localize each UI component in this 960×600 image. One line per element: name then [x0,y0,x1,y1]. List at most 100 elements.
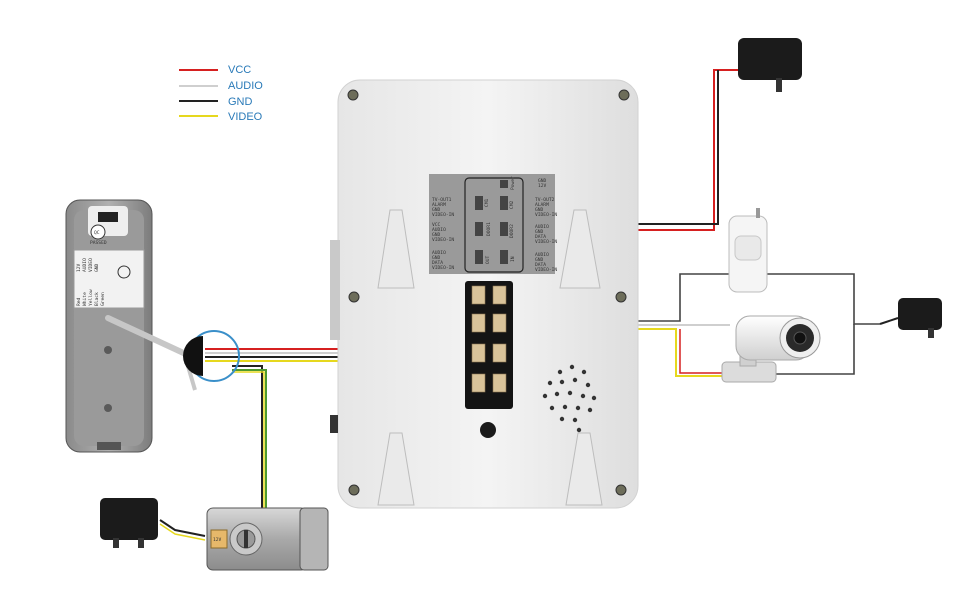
adapter-prong [113,538,119,548]
doorbell-bottom-clip [97,442,121,450]
cctv-camera [721,315,821,383]
wire-12v-label: 12V [76,263,82,272]
doorbell-wiring-label [73,249,145,309]
wire-camera-adapter [879,317,899,325]
doorbell-cable [105,315,193,359]
adapter-prong [138,538,144,548]
legend: VCC AUDIO GND VIDEO [179,64,263,123]
qc-sticker [90,224,106,240]
label-audio: AUDIO [535,224,549,230]
electric-lock: 12V [206,507,329,571]
sensor-lens [734,235,762,261]
power-adapter-lock [100,498,158,548]
pir-motion-sensor [728,208,768,293]
label-in: IN [510,256,516,262]
label-gnd: GND [432,207,441,213]
label-video-in: VIDEO-IN [432,265,454,271]
label-data: DATA [535,262,546,268]
connector-slots [475,180,508,264]
label-video-in: VIDEO-IN [535,212,557,218]
adapter-body [738,38,802,80]
label-door1: DOOR1 [486,222,492,236]
label-audio: AUDIO [432,250,446,256]
label-tv-out2: TV-OUT2 [535,197,555,203]
label-tv-out1: TV-OUT1 [432,197,452,203]
terminal-label-plate [429,174,555,274]
keyhole-slot [244,530,248,548]
label-gnd: GND [538,178,547,184]
wire-lock-adapter-yellow [159,523,206,541]
adapter-body [898,298,942,330]
mic-hole-icon [480,422,496,438]
label-12v: 12V [538,183,547,189]
lock-latch [299,507,329,571]
mount-hook [377,209,603,506]
wire-yellow-label: Yellow [88,289,94,306]
label-out: OUT [485,255,491,264]
monitor-side-button [330,415,338,433]
screw-icon [104,404,112,412]
wire-camera-red [679,329,722,374]
label-gnd: GND [432,255,441,261]
lock-terminal-label: 12V [213,537,222,543]
label-power: Power [510,176,516,190]
wire-lock-green [232,369,267,508]
label-gnd: GND [535,207,544,213]
camera-lens-center [793,331,807,345]
speaker-grille [542,364,597,433]
wire-green-label: Green [100,292,106,306]
sensor-antenna [756,208,760,218]
screw-icon [615,484,627,496]
label-alarm: ALARM [535,202,549,208]
label-video: VIDEO-IN [432,237,454,243]
monitor-back-panel: TV-OUT1 ALARM GND VIDEO-IN VCC AUDIO GND… [330,79,639,509]
power-adapter-camera [898,298,942,338]
label-video-in: VIDEO-IN [535,239,557,245]
label-audio: AUDIO [432,227,446,233]
wire-gnd-label: GND [94,263,100,272]
legend-audio-label: AUDIO [228,80,263,92]
screw-icon [348,291,360,303]
adapter-prong [776,78,782,92]
screw-icon [104,346,112,354]
label-gnd: GND [535,257,544,263]
monitor-side-edge [330,240,340,340]
label-video-in: VIDEO-IN [432,212,454,218]
qc-logo: QC [94,230,100,236]
connector-plug-icon [183,336,203,376]
qc-pass: PASSED [90,240,107,246]
wire-black-label: Black [94,292,100,306]
wire-lock-adapter-black [159,519,206,537]
legend-gnd-label: GND [228,96,253,108]
screw-icon [348,484,360,496]
power-adapter-monitor [738,38,802,92]
label-video-in: VIDEO-IN [535,267,557,273]
doorbell-top-slot [98,212,118,222]
wifi-icon [117,265,131,279]
wire-red-label: Red [76,297,82,306]
label-audio: AUDIO [535,252,549,258]
adapter-prong [928,328,934,338]
connector-outline [464,177,524,273]
label-vcc: VCC [432,222,441,228]
wire-camera-power [776,324,855,375]
screw-icon [347,89,359,101]
outdoor-doorbell-unit: QC PASSED Red 12V White AUDIO Yellow VID… [65,199,240,453]
legend-video-label: VIDEO [228,111,263,123]
label-gnd: GND [432,232,441,238]
label-data: DATA [432,260,443,266]
label-alarm: ALARM [432,202,446,208]
label-cm2: CM2 [509,200,515,209]
wire-lock-yellow [232,371,265,508]
label-gnd: GND [535,229,544,235]
wire-audio-label: AUDIO [82,258,88,272]
label-door2: DOOR2 [509,224,515,238]
legend-vcc-label: VCC [228,64,251,76]
connector-ports [471,285,507,393]
lock-terminal [210,529,228,549]
screw-icon [615,291,627,303]
wire-white-label: White [82,292,88,306]
wire-lock-gnd [232,365,263,508]
adapter-body [100,498,158,540]
label-data: DATA [535,234,546,240]
